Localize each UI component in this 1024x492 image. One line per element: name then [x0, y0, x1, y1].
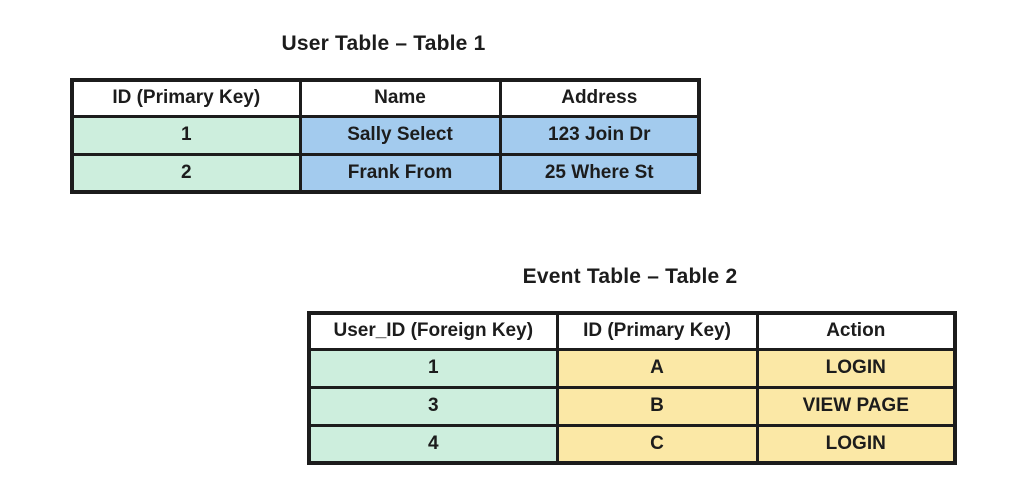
user-name-cell: Sally Select	[298, 114, 502, 156]
event-table-row-3: 4 C LOGIN	[307, 423, 957, 465]
event-table-header-user-id: User_ID (Foreign Key)	[307, 311, 559, 351]
user-id-cell: 1	[70, 114, 302, 156]
user-table-header-row: ID (Primary Key) Name Address	[70, 78, 701, 118]
event-table-section: Event Table – Table 2 User_ID (Foreign K…	[307, 264, 957, 465]
event-action-cell: LOGIN	[755, 347, 957, 389]
user-id-cell: 2	[70, 152, 302, 194]
user-table-title: User Table – Table 1	[281, 32, 486, 55]
event-table-title: Event Table – Table 2	[522, 265, 738, 288]
event-table-header-action: Action	[755, 311, 957, 351]
event-table-row-2: 3 B VIEW PAGE	[307, 385, 957, 427]
event-user-id-cell: 3	[307, 385, 559, 427]
event-id-cell: C	[555, 423, 759, 465]
user-table-header-id: ID (Primary Key)	[70, 78, 302, 118]
user-table: ID (Primary Key) Name Address 1 Sally Se…	[70, 78, 701, 194]
event-action-cell: VIEW PAGE	[755, 385, 957, 427]
user-table-section: User Table – Table 1 ID (Primary Key) Na…	[70, 31, 701, 194]
user-address-cell: 123 Join Dr	[498, 114, 701, 156]
event-table: User_ID (Foreign Key) ID (Primary Key) A…	[307, 311, 957, 465]
event-user-id-cell: 4	[307, 423, 559, 465]
event-table-header-row: User_ID (Foreign Key) ID (Primary Key) A…	[307, 311, 957, 351]
event-user-id-cell: 1	[307, 347, 559, 389]
event-table-header-id: ID (Primary Key)	[555, 311, 759, 351]
event-table-row-1: 1 A LOGIN	[307, 347, 957, 389]
user-table-header-address: Address	[498, 78, 701, 118]
user-name-cell: Frank From	[298, 152, 502, 194]
user-table-row-2: 2 Frank From 25 Where St	[70, 152, 701, 194]
event-id-cell: A	[555, 347, 759, 389]
user-address-cell: 25 Where St	[498, 152, 701, 194]
user-table-row-1: 1 Sally Select 123 Join Dr	[70, 114, 701, 156]
user-table-header-name: Name	[298, 78, 502, 118]
event-id-cell: B	[555, 385, 759, 427]
event-action-cell: LOGIN	[755, 423, 957, 465]
